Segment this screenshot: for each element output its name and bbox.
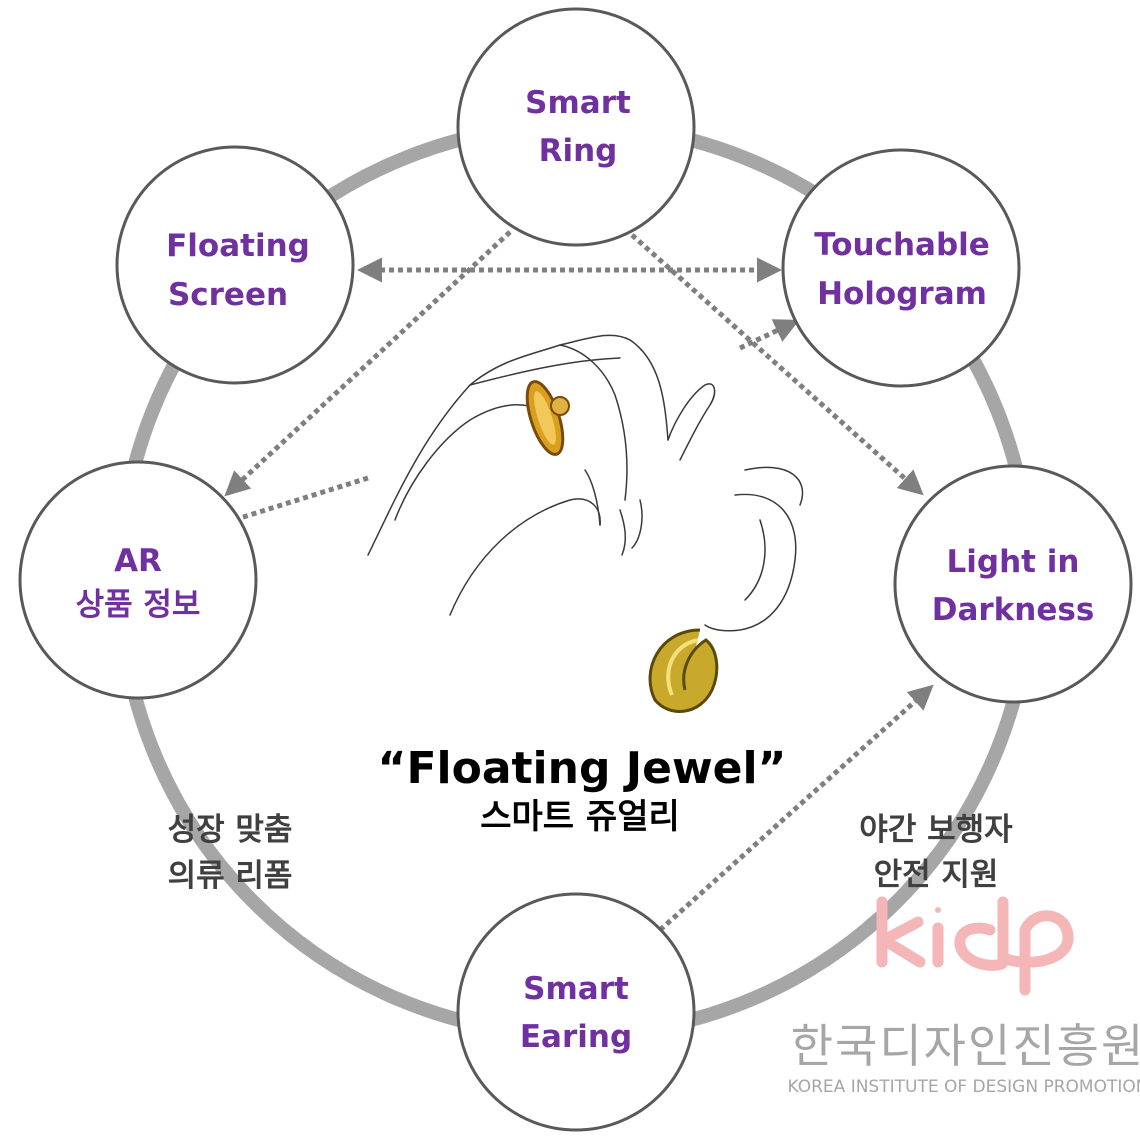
arrow-ring-to-light [630,233,924,496]
right-annotation-line-1: 야간 보행자 [859,812,1013,848]
ring-illustration [525,380,570,456]
node-light-in-darkness [893,464,1133,704]
light-in-darkness-label-1: Light in [947,544,1080,580]
earring-illustration [648,628,719,713]
arrow-hand-to-hologram [738,319,800,351]
smart-earing-label-1: Smart [523,971,629,1007]
ear-illustration [704,466,804,632]
logo-english-name: KOREA INSTITUTE OF DESIGN PROMOTION [788,1077,1140,1097]
center-title: “Floating Jewel” [378,743,787,794]
line-hand-to-ar [239,475,369,521]
smart-ring-label-1: Smart [525,85,631,121]
smart-ring-label-2: Ring [539,133,618,169]
right-annotation-line-2: 안전 지원 [874,857,999,893]
light-in-darkness-label-2: Darkness [932,592,1095,628]
touchable-hologram-label-1: Touchable [814,227,990,263]
left-annotation-line-1: 성장 맞춤 [168,812,293,848]
ar-product-info-label-1: AR [114,543,162,579]
kidp-logo [876,896,1074,996]
logo-korean-name: 한국디자인진흥원 [791,1019,1140,1073]
floating-screen-label-1: Floating [166,228,310,264]
ar-product-info-label-2: 상품 정보 [76,587,201,623]
node-touchable-hologram [781,148,1021,388]
floating-screen-label-2: Screen [168,277,288,313]
arrow-earing-to-light [658,684,934,932]
center-subtitle: 스마트 쥬얼리 [480,797,680,837]
node-floating-screen [115,145,355,385]
arrow-ring-to-ar [224,230,512,497]
hand-illustration [367,334,716,616]
touchable-hologram-label-2: Hologram [817,276,987,312]
smart-earing-label-2: Earing [520,1019,632,1055]
node-smart-ring [456,7,696,247]
left-annotation-line-2: 의류 리폼 [168,858,293,894]
node-ar-product-info [18,460,258,700]
node-smart-earing [456,892,696,1132]
